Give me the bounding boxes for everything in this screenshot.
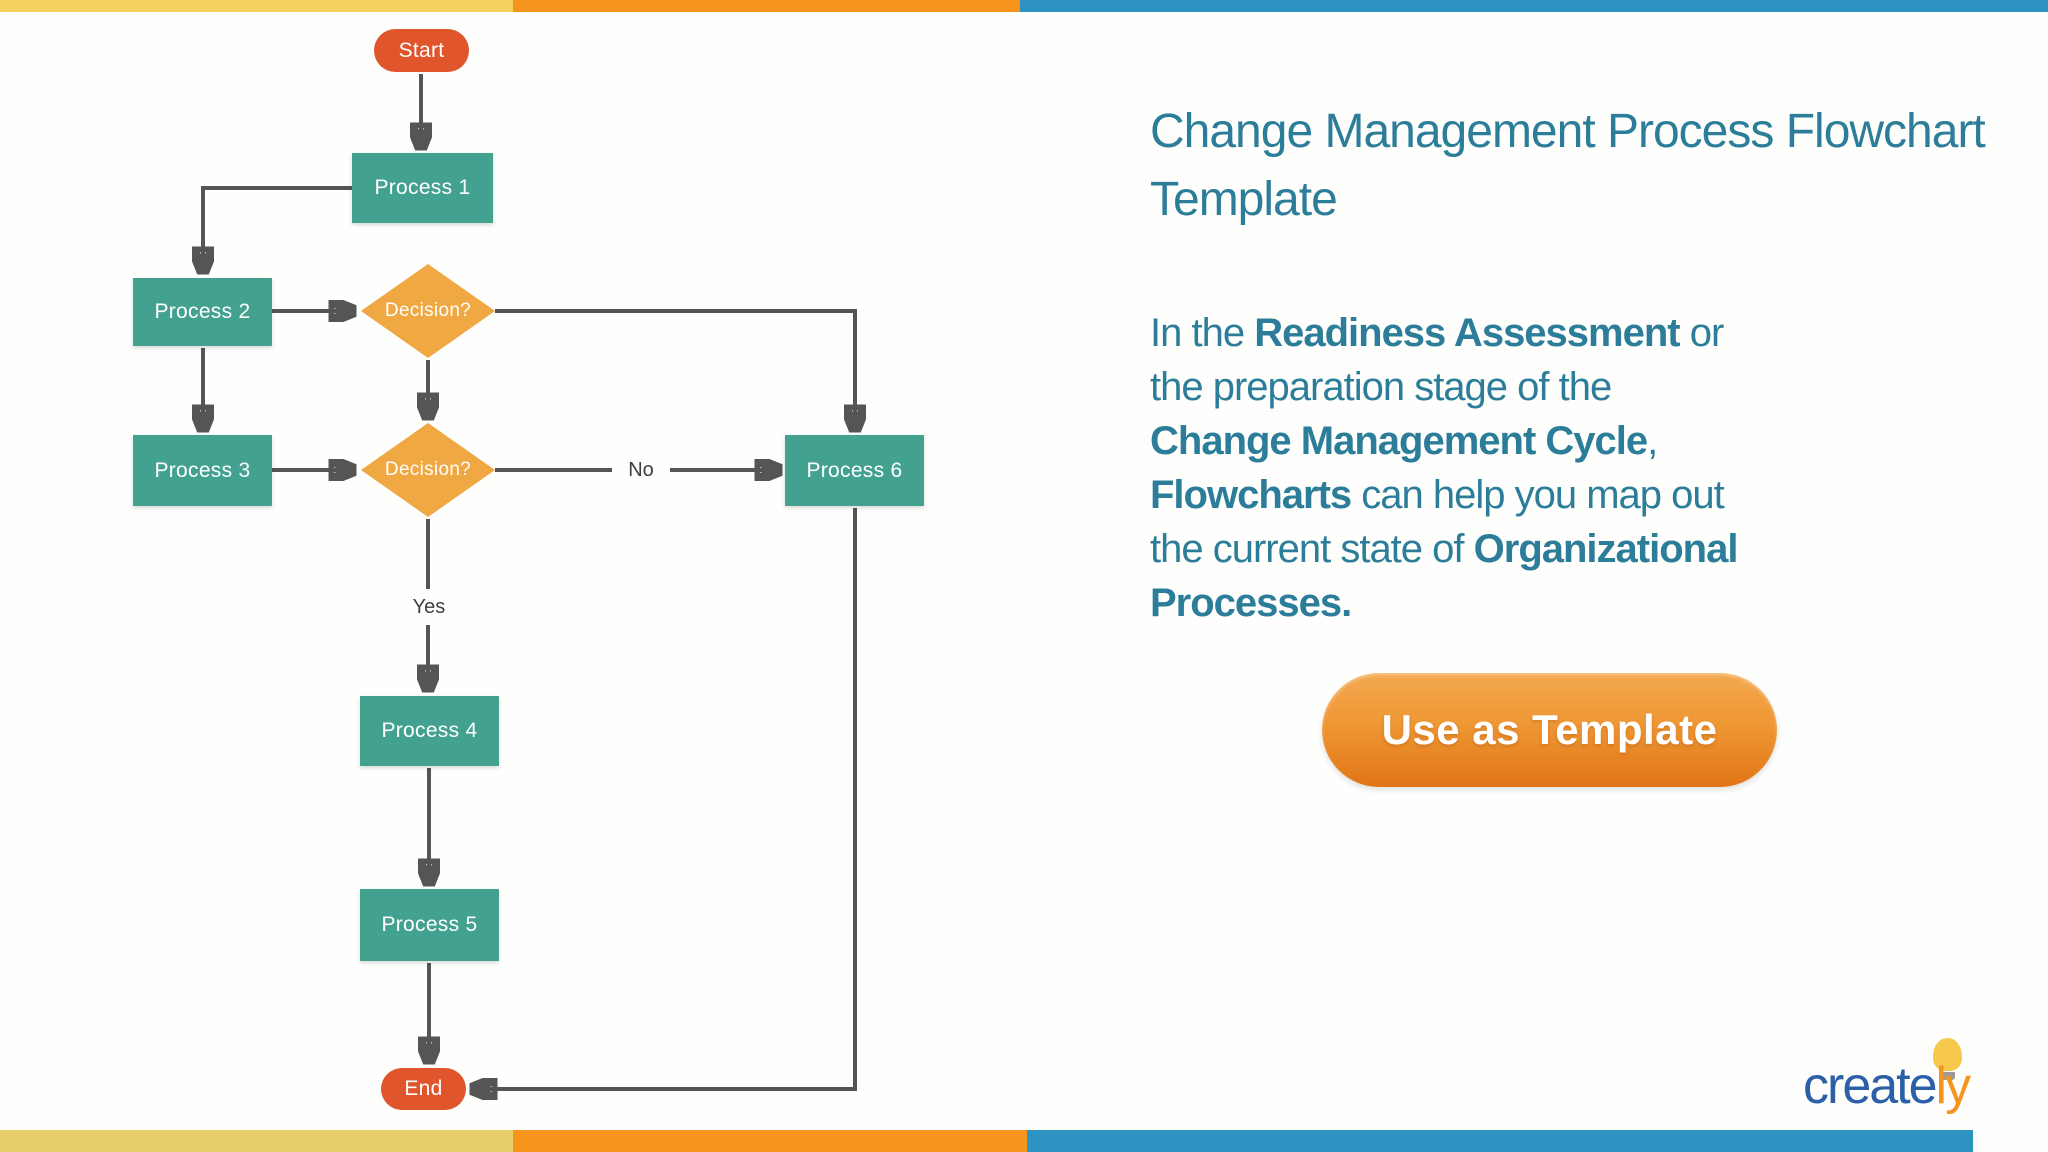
page-title-line2: Template	[1150, 173, 1338, 226]
creately-logo-text-ly: ly	[1935, 1057, 1972, 1115]
description-line: Flowcharts can help you map out	[1150, 473, 1725, 517]
page-title: Change Management Process Flowchart Temp…	[1150, 98, 2048, 234]
flowchart-node-process5: Process 5	[360, 889, 499, 961]
flowchart-node-start: Start	[374, 29, 469, 72]
template-description: In the Readiness Assessment or the prepa…	[1150, 306, 1810, 630]
flowchart-node-process6: Process 6	[785, 435, 924, 506]
edge-label-yes: Yes	[398, 589, 460, 625]
page-title-line1: Change Management Process Flowchart	[1150, 105, 1986, 158]
flowchart-node-process1: Process 1	[352, 153, 493, 223]
flowchart-node-process2: Process 2	[133, 278, 272, 346]
top-bar-orange-segment	[513, 0, 1020, 12]
connector-process1-to-process2	[203, 186, 352, 270]
description-line: Processes.	[1150, 581, 1352, 625]
use-as-template-button[interactable]: Use as Template	[1322, 673, 1777, 787]
bottom-bar-yellow-segment	[0, 1130, 513, 1152]
bottom-bar-orange-segment	[513, 1130, 1027, 1152]
top-bar-yellow-segment	[0, 0, 513, 12]
description-line: Change Management Cycle,	[1150, 419, 1658, 463]
creately-logo: creately	[1803, 1057, 1972, 1115]
flowchart-node-process4: Process 4	[360, 696, 499, 766]
connector-decision1-to-process6	[495, 309, 855, 428]
description-line: In the Readiness Assessment or	[1150, 311, 1724, 355]
flowchart-node-process3: Process 3	[133, 435, 272, 506]
description-line: the preparation stage of the	[1150, 365, 1612, 409]
edge-label-no: No	[612, 452, 670, 488]
flowchart-node-end: End	[381, 1068, 466, 1110]
description-line: the current state of Organizational	[1150, 527, 1738, 571]
lightbulb-glass	[1933, 1038, 1962, 1071]
bottom-bar-blue-segment	[1027, 1130, 1973, 1152]
top-bar-blue-segment	[1020, 0, 2048, 12]
lightbulb-base	[1941, 1072, 1955, 1080]
lightbulb-icon	[1933, 1038, 1963, 1082]
connector-process6-to-end	[474, 508, 857, 1089]
creately-logo-text-create: create	[1803, 1057, 1938, 1115]
